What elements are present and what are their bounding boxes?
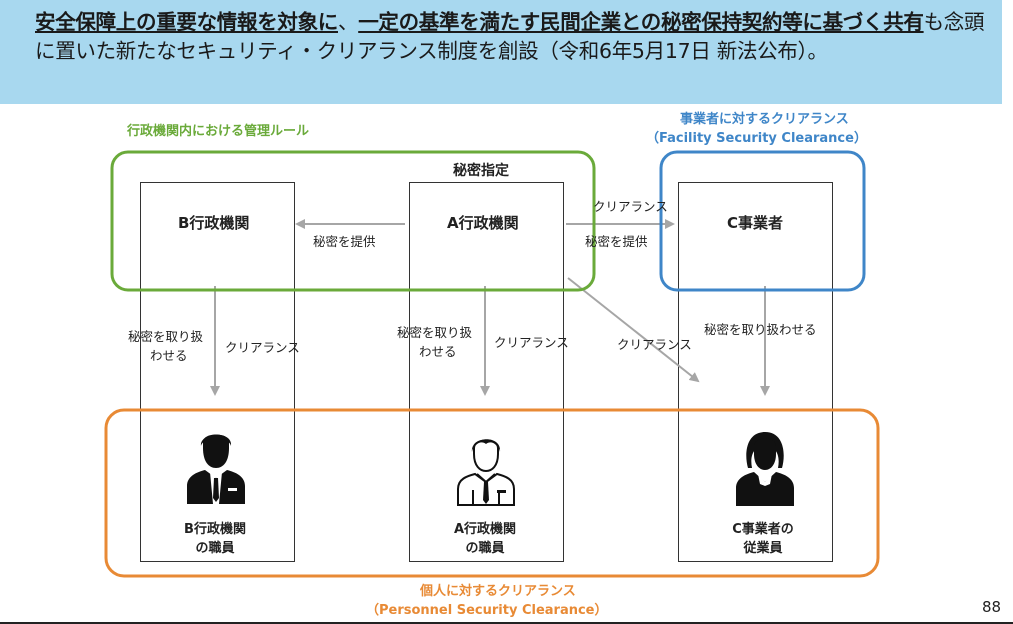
b-agency-name: B行政機関 xyxy=(178,214,250,232)
c-employee-person-icon xyxy=(736,432,794,506)
provide-secret-right-label: 秘密を提供 xyxy=(585,234,648,249)
c-company-name: C事業者 xyxy=(727,214,784,232)
page-number: 88 xyxy=(982,598,1002,616)
facility-clearance-title: 事業者に対するクリアランス xyxy=(680,112,849,127)
diagonal-clearance-label: クリアランス xyxy=(617,337,692,352)
b-clearance-label: クリアランス xyxy=(225,340,300,355)
b-staff-person-icon xyxy=(187,434,245,504)
personnel-clearance-outline xyxy=(104,408,880,578)
a-handle-label-2: わせる xyxy=(419,344,457,359)
b-handle-label-1: 秘密を取り扱 xyxy=(128,329,204,344)
b-staff-caption: B行政機関 の職員 xyxy=(165,520,265,558)
b-staff-caption-line1: B行政機関 xyxy=(184,522,246,537)
personnel-clearance-title: 個人に対するクリアランス xyxy=(420,584,576,599)
header-comma: 、 xyxy=(338,10,359,34)
c-handle-label: 秘密を取り扱わせる xyxy=(704,322,817,337)
header-bold-2: 一定の基準を満たす民間企業との秘密保持契約等に基づく共有 xyxy=(358,10,924,34)
a-staff-caption-line1: A行政機関 xyxy=(453,522,517,537)
c-employee-caption-line1: C事業者の xyxy=(732,522,794,537)
c-employee-caption: C事業者の 従業員 xyxy=(713,520,813,558)
b-staff-caption-line2: の職員 xyxy=(195,541,235,556)
a-handle-label-1: 秘密を取り扱 xyxy=(397,325,473,340)
provide-secret-left-label: 秘密を提供 xyxy=(313,234,376,249)
b-agency-column xyxy=(140,182,295,562)
secret-designation-label: 秘密指定 xyxy=(453,163,509,179)
clearance-top-label: クリアランス xyxy=(593,199,668,214)
facility-clearance-outline xyxy=(659,150,866,292)
a-staff-caption-line2: の職員 xyxy=(465,541,505,556)
c-employee-caption-line2: 従業員 xyxy=(743,541,783,556)
a-agency-column xyxy=(409,182,564,562)
header-rest: も念頭に置いた新たなセキュリティ・クリアランス制度を創設（令和6年5月17日 新… xyxy=(35,10,985,63)
facility-clearance-sub: （Facility Security Clearance） xyxy=(646,131,867,146)
admin-rule-outline xyxy=(110,150,596,292)
a-staff-person-icon xyxy=(457,439,515,506)
a-staff-caption: A行政機関 の職員 xyxy=(435,520,535,558)
footer-rule xyxy=(0,622,1013,624)
admin-rule-label: 行政機関内における管理ルール xyxy=(127,124,310,139)
arrow-diagonal xyxy=(567,277,700,383)
header-bold-1: 安全保障上の重要な情報を対象に xyxy=(35,10,338,34)
a-clearance-label: クリアランス xyxy=(494,335,569,350)
personnel-clearance-sub: （Personnel Security Clearance） xyxy=(366,603,608,618)
a-agency-name: A行政機関 xyxy=(447,214,519,232)
c-company-column xyxy=(678,182,833,562)
header-text: 安全保障上の重要な情報を対象に、一定の基準を満たす民間企業との秘密保持契約等に基… xyxy=(35,8,995,66)
b-handle-label-2: わせる xyxy=(150,348,188,363)
header-banner: 安全保障上の重要な情報を対象に、一定の基準を満たす民間企業との秘密保持契約等に基… xyxy=(0,0,1002,104)
